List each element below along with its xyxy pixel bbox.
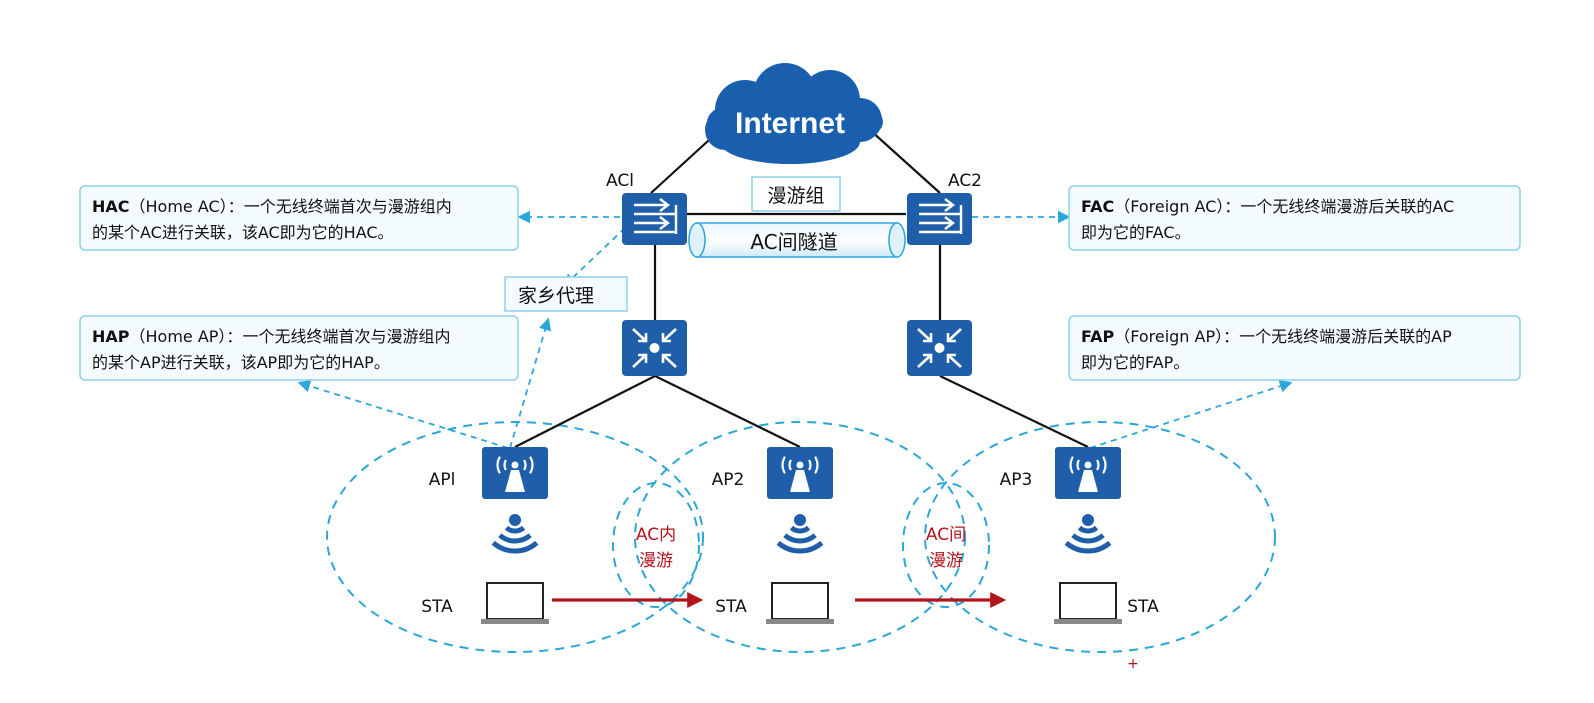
hac-line1: 一个无线终端首次与漫游组内 [244,197,452,216]
plus-mark: + [1127,656,1139,672]
hap-term: HAP [92,327,130,346]
coverage-ap3 [924,421,1276,653]
fac-line1: 一个无线终端漫游后关联的AC [1240,197,1454,216]
internet-cloud: Internet [705,63,883,164]
fac-line2: 即为它的FAC。 [1081,223,1191,242]
ac-tunnel: AC间隧道 [688,222,906,258]
arrow-ac1-to-home-agent [563,227,626,287]
arrow-ap3-to-fap [1089,380,1293,449]
ap-label-3: AP3 [1000,470,1033,490]
wifi-signal-icon [1064,514,1112,554]
coverage-areas [326,421,1276,653]
laptop-icon [481,582,549,624]
hap-info-box: HAP（Home AP）：一个无线终端首次与漫游组内 的某个AP进行关联，该AP… [79,315,519,381]
fac-term: FAC [1081,197,1114,216]
wifi-signal-icon [491,514,539,554]
laptop-icon [1054,582,1122,624]
fap-paren: （Foreign AP）： [1114,327,1239,346]
tunnel-label: AC间隧道 [750,230,837,254]
arrow-ap1-to-hap [297,379,509,449]
ac1-label: ACl [606,171,634,191]
roaming-group-label: 漫游组 [767,185,824,207]
fac-paren: （Foreign AC）： [1114,197,1240,216]
inter-roam-overlap [902,482,990,608]
annotation-arrows [297,210,1293,449]
link-internet-ac2 [869,129,941,194]
inter-roam-line2: 漫游 [929,551,963,571]
coverage-ap2 [634,421,966,653]
home-agent-label: 家乡代理 [518,285,594,307]
ac2-device [907,193,972,245]
hap-line2: 的某个AP进行关联，该AP即为它的HAP。 [92,353,390,372]
sta-label-1: STA [421,597,453,617]
inter-roam-line1: AC间 [926,525,966,545]
wifi-signal-icon [776,514,824,554]
home-agent-box [504,276,628,312]
svg-text:FAC（Foreign AC）：一个无线终端漫游后关联的AC: FAC（Foreign AC）：一个无线终端漫游后关联的AC [1081,197,1454,216]
laptop-icon [766,582,834,624]
intra-roam-line1: AC内 [636,525,676,545]
sta-label-3: STA [1127,597,1159,617]
svg-text:FAP（Foreign AP）：一个无线终端漫游后关联的AP: FAP（Foreign AP）：一个无线终端漫游后关联的AP [1081,327,1452,346]
roaming-group-box [751,176,841,212]
link-switch1-ap2 [654,375,801,448]
hap-line1: 一个无线终端首次与漫游组内 [242,327,450,346]
inter-roam-label: AC间 漫游 [926,525,966,571]
link-switch1-ap1 [514,375,656,448]
ac2-label: AC2 [948,171,982,191]
intra-roam-label: AC内 漫游 [636,525,676,571]
svg-text:HAP（Home AP）：一个无线终端首次与漫游组内: HAP（Home AP）：一个无线终端首次与漫游组内 [92,327,450,346]
switch2-device [907,320,972,376]
link-switch2-ap3 [939,375,1089,448]
svg-text:HAC（Home AC）：一个无线终端首次与漫游组内: HAC（Home AC）：一个无线终端首次与漫游组内 [92,197,452,216]
intra-roam-overlap [612,482,700,608]
hac-term: HAC [92,197,130,216]
ap-label-1: APl [429,470,456,490]
ac1-device [622,193,687,245]
hac-line2: 的某个AC进行关联，该AC即为它的HAC。 [92,223,394,242]
arrow-ap1-to-home-agent [509,317,552,449]
fap-info-box: FAP（Foreign AP）：一个无线终端漫游后关联的AP 即为它的FAP。 [1068,315,1521,381]
intra-roam-line2: 漫游 [639,551,673,571]
ap-label-2: AP2 [712,470,745,490]
fap-line2: 即为它的FAP。 [1081,353,1189,372]
fap-term: FAP [1081,327,1114,346]
coverage-ap1 [326,421,704,653]
hap-paren: （Home AP）： [130,327,243,346]
hac-paren: （Home AC）： [130,197,244,216]
hac-info-box: HAC（Home AC）：一个无线终端首次与漫游组内 的某个AC进行关联，该AC… [79,185,519,251]
fap-line1: 一个无线终端漫游后关联的AP [1239,327,1452,346]
sta-label-2: STA [715,597,747,617]
fac-info-box: FAC（Foreign AC）：一个无线终端漫游后关联的AC 即为它的FAC。 [1068,185,1521,251]
switch1-device [622,320,687,376]
internet-label: Internet [735,107,845,140]
